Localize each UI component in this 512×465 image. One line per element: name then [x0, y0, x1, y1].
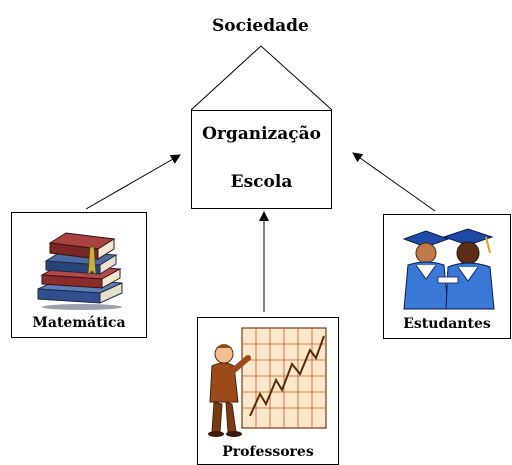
sociedade-label: Sociedade — [212, 16, 309, 36]
roof-line — [190, 45, 333, 111]
estudantes-label: Estudantes — [403, 316, 491, 332]
teacher-chart-icon — [208, 327, 327, 437]
matematica-box: Matemática — [11, 212, 147, 338]
arrow-matematica — [85, 154, 181, 210]
matematica-label: Matemática — [32, 315, 126, 331]
organizacao-label: Organização — [202, 124, 321, 144]
books-icon — [37, 232, 123, 310]
escola-label: Escola — [230, 172, 293, 192]
center-box: Organização Escola — [191, 110, 332, 209]
arrow-estudantes — [352, 152, 436, 212]
professores-box: Professores — [197, 317, 339, 465]
graduates-icon — [402, 228, 495, 310]
estudantes-box: Estudantes — [383, 214, 511, 339]
professores-label: Professores — [222, 444, 314, 460]
